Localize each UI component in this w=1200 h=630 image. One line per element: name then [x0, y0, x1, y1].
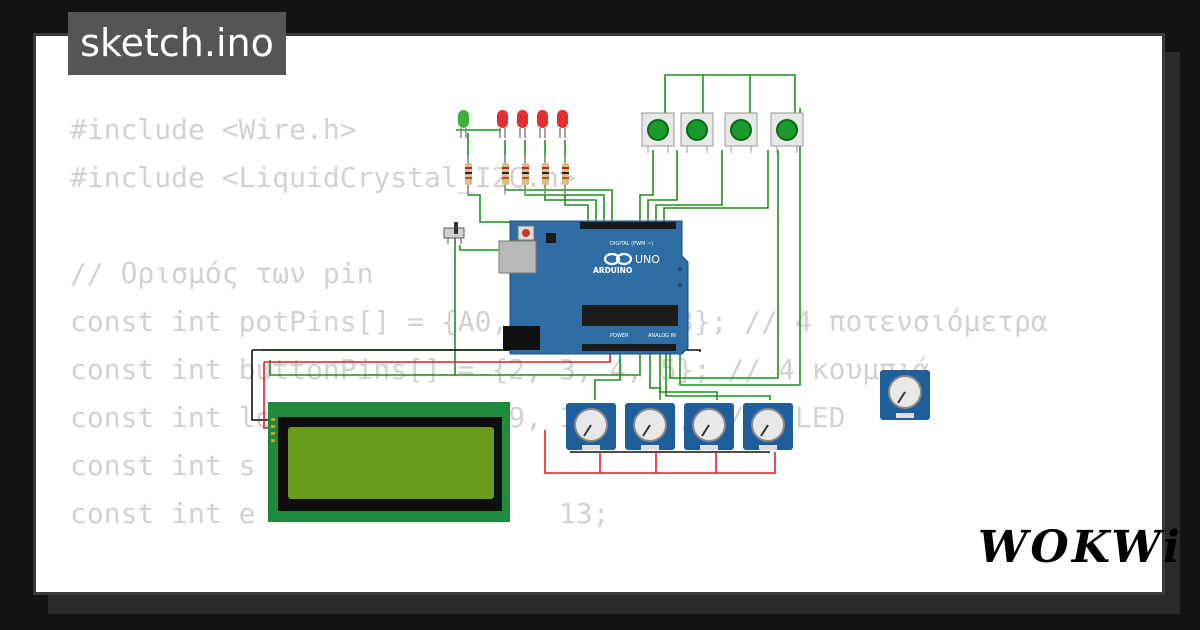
pushbutton-1[interactable] — [641, 112, 675, 153]
led-red-3[interactable] — [537, 110, 548, 138]
led-green[interactable] — [458, 110, 469, 138]
code-line: const int e 13; — [70, 497, 610, 530]
icsp-header — [546, 233, 556, 243]
analog-label: ANALOG IN — [648, 333, 676, 339]
code-line: #include <Wire.h> — [70, 113, 357, 146]
sketch-title[interactable]: sketch.ino — [68, 12, 286, 75]
pushbutton-3[interactable] — [724, 112, 758, 153]
resistor-4[interactable] — [542, 155, 549, 195]
lcd-i2c-pins — [271, 418, 275, 442]
analog-header — [582, 344, 676, 351]
usb-port — [498, 240, 537, 274]
digital-label: DIGITAL (PWM ~) — [610, 241, 653, 247]
arduino-logo-icon — [603, 252, 633, 266]
potentiometer-4[interactable] — [743, 403, 793, 450]
atmega-chip — [582, 305, 678, 326]
potentiometer-5[interactable] — [880, 370, 930, 420]
power-label: POWER — [610, 333, 629, 339]
wires — [251, 74, 801, 474]
slide-switch[interactable] — [443, 222, 465, 244]
led-red-1[interactable] — [497, 110, 508, 138]
potentiometer-1[interactable] — [566, 403, 616, 450]
led-red-2[interactable] — [517, 110, 528, 138]
code-line: #include <LiquidCrystal_I2C.h> — [70, 161, 576, 194]
led-red-4[interactable] — [557, 110, 568, 138]
arduino-uno[interactable]: ARDUINO UNO DIGITAL (PWM ~) ANALOG IN PO… — [498, 220, 689, 355]
lcd-display[interactable] — [268, 402, 510, 522]
lcd-screen — [288, 427, 494, 499]
pushbutton-4[interactable] — [770, 112, 804, 153]
power-jack — [503, 326, 540, 350]
potentiometer-3[interactable] — [684, 403, 734, 450]
pushbutton-2[interactable] — [680, 112, 714, 153]
board-brand: ARDUINO — [593, 266, 632, 275]
resistor-1[interactable] — [465, 155, 472, 195]
wokwi-logo: WOKWi — [978, 522, 1183, 573]
digital-header — [580, 222, 676, 229]
board-model: UNO — [635, 253, 660, 266]
code-line: const int s — [70, 449, 256, 482]
code-line: // Ορισμός των pin — [70, 257, 374, 290]
resistor-5[interactable] — [562, 155, 569, 195]
reset-button-cap — [522, 229, 530, 237]
resistor-2[interactable] — [502, 155, 509, 195]
resistor-3[interactable] — [522, 155, 529, 195]
potentiometer-2[interactable] — [625, 403, 675, 450]
